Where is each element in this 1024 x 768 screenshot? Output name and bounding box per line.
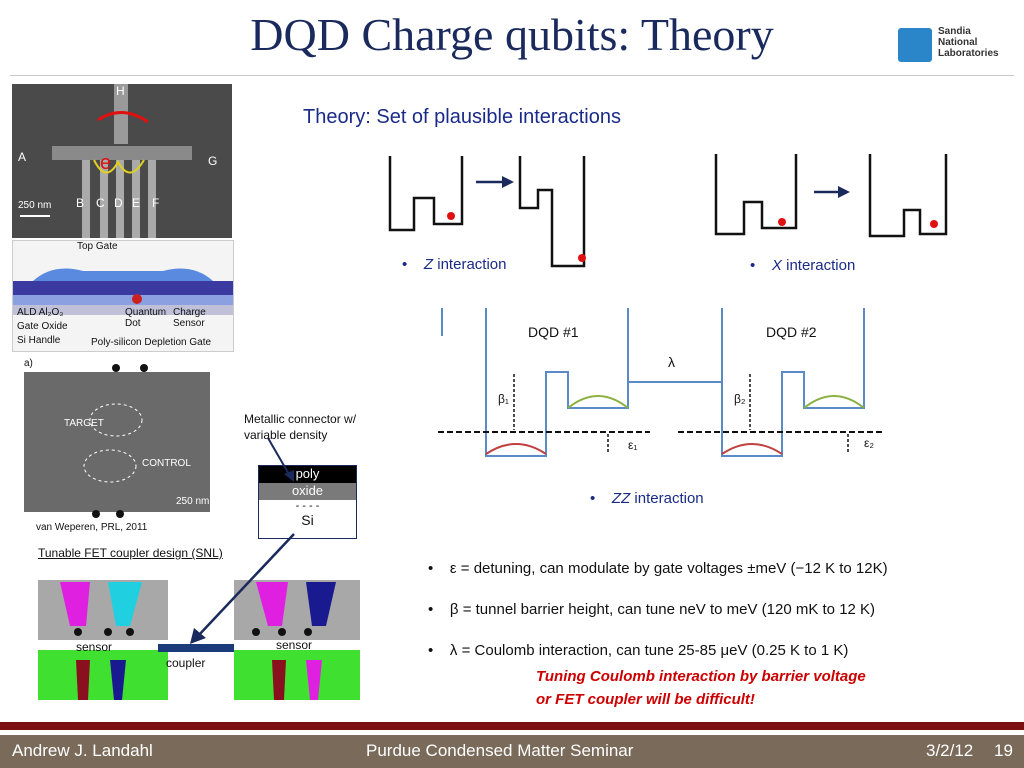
oxide-layer: oxide xyxy=(259,483,356,500)
x-interaction-label: • X interaction xyxy=(750,257,856,274)
material-stack: poly oxide - - - - Si xyxy=(258,465,357,539)
sem-label-d: D xyxy=(114,196,123,210)
dqd1-label: DQD #1 xyxy=(528,324,579,340)
poly-gate-label: Poly-silicon Depletion Gate xyxy=(91,337,212,348)
beta1-label: β₁ xyxy=(498,392,509,406)
warning-line1: Tuning Coulomb interaction by barrier vo… xyxy=(536,668,866,685)
sem-label-h: H xyxy=(116,84,125,98)
eps2-label: ε₂ xyxy=(864,436,875,450)
eps1-label: ε₁ xyxy=(628,438,638,452)
beta2-label: β₂ xyxy=(734,392,746,406)
warning-line2: or FET coupler will be difficult! xyxy=(536,691,755,708)
sem-label-f: F xyxy=(152,196,160,210)
electron-label: e xyxy=(100,152,112,174)
sensor-label-left: sensor xyxy=(76,640,113,654)
citation-text: van Weperen, PRL, 2011 xyxy=(36,522,148,533)
coupler-label: coupler xyxy=(166,656,206,670)
zz-interaction-label: • ZZ interaction xyxy=(590,490,704,507)
quantum-dot-label: Quantum Dot xyxy=(125,307,167,329)
sem-label-b: B xyxy=(76,196,85,210)
slide-title: DQD Charge qubits: Theory xyxy=(250,9,774,60)
cross-section-diagram: Top Gate ALD Al₂O₃ Gate Oxide Si Handle … xyxy=(12,240,234,352)
bullet-barrier: • β = tunnel barrier height, can tune ne… xyxy=(428,601,876,618)
si-layer: Si xyxy=(301,512,314,528)
sandia-thunderbird-icon xyxy=(898,28,932,62)
footer-event: Purdue Condensed Matter Seminar xyxy=(366,741,634,760)
sem-label-g: G xyxy=(208,154,218,168)
sensor-label-right: sensor xyxy=(276,638,313,652)
ald-label: ALD Al₂O₃ xyxy=(17,307,64,318)
title-rule xyxy=(10,75,1014,76)
charge-sensor-label: Charge Sensor xyxy=(173,307,206,329)
footer-author: Andrew J. Landahl xyxy=(12,741,153,760)
sem-label-c: C xyxy=(96,196,105,210)
footer: Andrew J. Landahl Purdue Condensed Matte… xyxy=(0,735,1024,768)
x-interaction-diagram xyxy=(714,154,948,238)
charge-dashes: - - - - xyxy=(295,500,320,512)
sem-drawing xyxy=(12,84,232,238)
target-label: TARGET xyxy=(64,418,104,429)
sem-image: H A G B C D E F e 250 nm xyxy=(12,84,232,238)
bullet-coulomb: • λ = Coulomb interaction, can tune 25-8… xyxy=(428,642,849,659)
gate-oxide-label: Gate Oxide xyxy=(17,321,68,332)
footer-page-number: 19 xyxy=(994,741,1013,760)
connector-note-line2: variable density xyxy=(244,428,328,442)
panel-a-label: a) xyxy=(24,358,33,369)
footer-date: 3/2/12 xyxy=(926,741,974,760)
z-interaction-diagram xyxy=(388,156,586,268)
van-weperen-device: a) TARGET CONTROL 250 nm xyxy=(24,356,210,524)
sem-label-e: E xyxy=(132,196,141,210)
z-interaction-label: • Z interaction xyxy=(402,256,507,273)
connector-arrow xyxy=(190,533,295,644)
sem-label-a: A xyxy=(18,150,27,164)
connector-note-arrow xyxy=(267,437,294,482)
top-gate-label: Top Gate xyxy=(77,241,118,252)
fet-coupler-diagram xyxy=(38,580,360,700)
control-label: CONTROL xyxy=(142,458,191,469)
connector-note-line1: Metallic connector w/ xyxy=(244,412,357,426)
device-scale-label: 250 nm xyxy=(176,496,210,507)
poly-layer: poly xyxy=(259,466,356,483)
bullet-detuning: • ε = detuning, can modulate by gate vol… xyxy=(428,560,888,577)
section-subtitle: Theory: Set of plausible interactions xyxy=(303,106,621,128)
fet-caption: Tunable FET coupler design (SNL) xyxy=(38,546,223,560)
dqd2-label: DQD #2 xyxy=(766,324,817,340)
sem-scale-label: 250 nm xyxy=(18,200,52,211)
footer-accent-bar xyxy=(0,722,1024,730)
lambda-label: λ xyxy=(668,354,675,370)
zz-interaction-diagram xyxy=(438,308,884,457)
si-handle-label: Si Handle xyxy=(17,335,61,346)
